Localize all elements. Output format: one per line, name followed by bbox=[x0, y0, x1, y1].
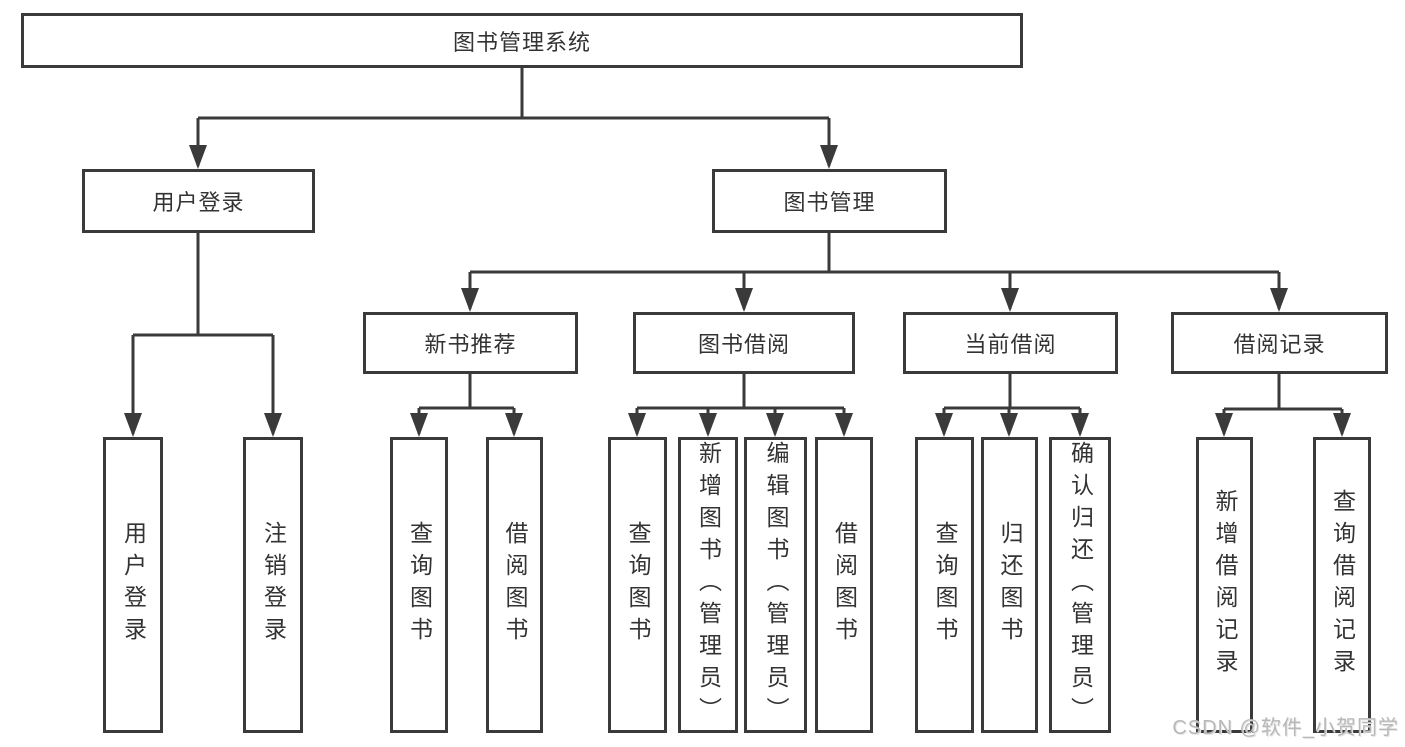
book-borrow-node: 图书借阅 bbox=[633, 312, 855, 374]
leaf-query-books-borrow: 查询图书 bbox=[608, 437, 667, 733]
new-book-recommend-node: 新书推荐 bbox=[363, 312, 578, 374]
user-login-branch-node: 用户登录 bbox=[82, 169, 315, 233]
book-borrow-label: 图书借阅 bbox=[697, 332, 790, 357]
leaf-query-books-current: 查询图书 bbox=[915, 437, 974, 733]
current-borrow-label: 当前借阅 bbox=[964, 332, 1057, 357]
leaf-label: 查询图书 bbox=[625, 521, 651, 649]
leaf-label: 归还图书 bbox=[997, 521, 1023, 649]
leaf-label: 查询借阅记录 bbox=[1329, 489, 1356, 681]
system-root-label: 图书管理系统 bbox=[452, 29, 591, 55]
leaf-logout: 注销登录 bbox=[243, 437, 303, 733]
system-root-node: 图书管理系统 bbox=[21, 13, 1023, 68]
leaf-query-borrow-record: 查询借阅记录 bbox=[1313, 437, 1371, 733]
leaf-edit-book-admin: 编辑图书（管理员） bbox=[744, 437, 807, 733]
leaf-borrow-books-recommend: 借阅图书 bbox=[486, 437, 543, 733]
arrowheads bbox=[124, 145, 1351, 437]
borrow-record-label: 借阅记录 bbox=[1233, 332, 1326, 357]
leaf-label: 查询图书 bbox=[406, 521, 433, 649]
leaf-user-login: 用户登录 bbox=[103, 437, 163, 733]
leaf-label: 新增图书（管理员） bbox=[695, 441, 722, 729]
leaf-label: 注销登录 bbox=[260, 521, 287, 649]
borrow-record-node: 借阅记录 bbox=[1171, 312, 1388, 374]
leaf-confirm-return-admin: 确认归还（管理员） bbox=[1049, 437, 1111, 733]
new-book-recommend-label: 新书推荐 bbox=[424, 332, 517, 357]
leaf-label: 用户登录 bbox=[120, 521, 147, 649]
csdn-watermark: CSDN @软件_小贺同学 bbox=[1172, 717, 1399, 739]
book-management-branch-node: 图书管理 bbox=[712, 169, 947, 233]
leaf-label: 确认归还（管理员） bbox=[1067, 441, 1094, 729]
leaf-borrow-books: 借阅图书 bbox=[815, 437, 873, 733]
user-login-branch-label: 用户登录 bbox=[152, 190, 245, 215]
leaf-add-borrow-record: 新增借阅记录 bbox=[1196, 437, 1253, 733]
leaf-label: 新增借阅记录 bbox=[1212, 489, 1238, 681]
leaf-return-book: 归还图书 bbox=[981, 437, 1038, 733]
current-borrow-node: 当前借阅 bbox=[903, 312, 1118, 374]
leaf-label: 查询图书 bbox=[932, 521, 958, 649]
leaf-add-book-admin: 新增图书（管理员） bbox=[678, 437, 738, 733]
book-management-branch-label: 图书管理 bbox=[783, 190, 876, 215]
leaf-label: 编辑图书（管理员） bbox=[763, 441, 789, 729]
leaf-label: 借阅图书 bbox=[502, 521, 528, 649]
leaf-label: 借阅图书 bbox=[831, 521, 858, 649]
leaf-query-books-recommend: 查询图书 bbox=[390, 437, 448, 733]
